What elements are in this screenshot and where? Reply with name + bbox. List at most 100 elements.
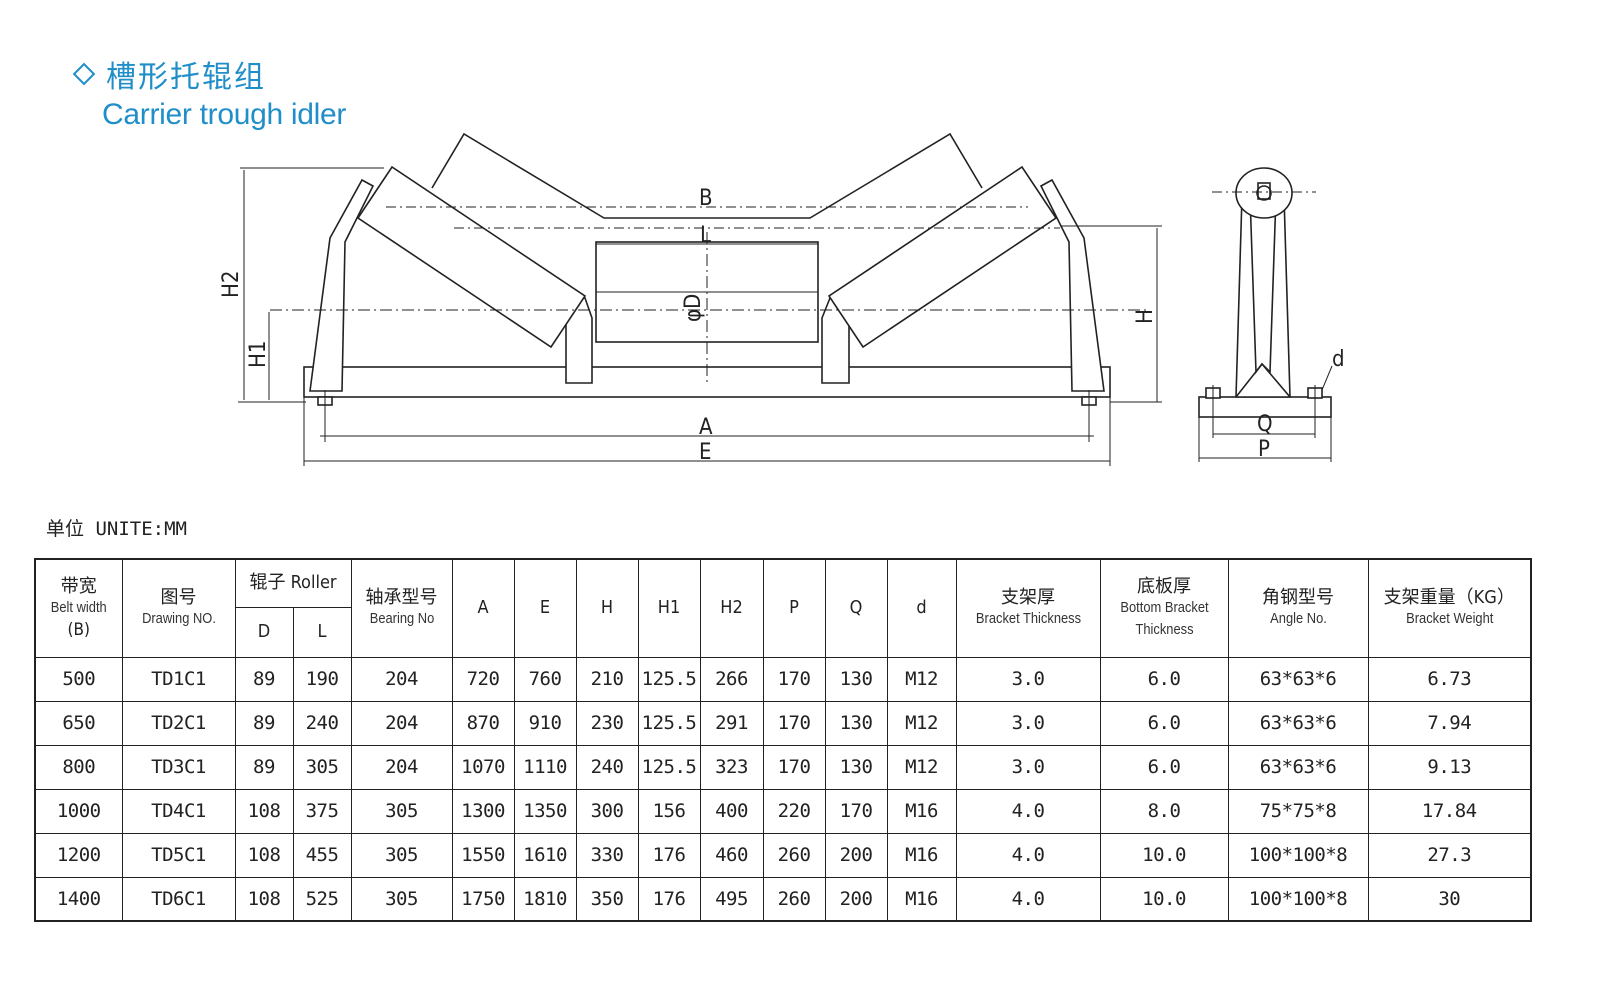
title-block: 槽形托辊组 Carrier trough idler (72, 52, 346, 132)
cell: M12 (886, 656, 957, 702)
cell: 1000 (34, 788, 123, 834)
cell: 375 (292, 788, 352, 834)
cell: 1400 (34, 876, 123, 922)
cell: 1300 (451, 788, 515, 834)
header-p: P (762, 558, 826, 658)
technical-drawing: B L φD H2 H1 H A E Q P d (219, 132, 1345, 466)
cell: 6.0 (1099, 744, 1229, 790)
cell: TD1C1 (121, 656, 236, 702)
cell: 210 (575, 656, 639, 702)
cell: 330 (575, 832, 639, 878)
header-h1: H1 (637, 558, 701, 658)
cell: 3.0 (955, 700, 1101, 746)
cell: M12 (886, 700, 957, 746)
header-bottom-bracket: 底板厚 Bottom Bracket Thickness (1099, 558, 1229, 658)
cell: 1200 (34, 832, 123, 878)
cell: 170 (762, 656, 826, 702)
cell: 125.5 (637, 656, 701, 702)
cell: 800 (34, 744, 123, 790)
cell: 156 (637, 788, 701, 834)
belt-outline (431, 132, 983, 219)
cell: 300 (575, 788, 639, 834)
cell: 63*63*6 (1227, 700, 1369, 746)
cell: 3.0 (955, 744, 1101, 790)
cell: TD4C1 (121, 788, 236, 834)
cell: 870 (451, 700, 515, 746)
cell: 170 (762, 744, 826, 790)
spec-table: 带宽 Belt width (B) 图号 Drawing NO. 辊子 Roll… (34, 558, 1533, 922)
cell: 125.5 (637, 700, 701, 746)
dim-label-b: B (699, 186, 713, 211)
header-e: E (513, 558, 577, 658)
cell: 108 (234, 832, 294, 878)
dim-label-h1: H1 (246, 341, 271, 368)
cell: 260 (762, 832, 826, 878)
header-angle-no: 角钢型号 Angle No. (1227, 558, 1369, 658)
cell: 176 (637, 832, 701, 878)
cell: 495 (699, 876, 764, 922)
cell: 10.0 (1099, 876, 1229, 922)
cell: 108 (234, 876, 294, 922)
cell: 291 (699, 700, 764, 746)
cell: 100*100*8 (1227, 832, 1369, 878)
header-belt-width: 带宽 Belt width (B) (34, 558, 123, 658)
header-bracket-thickness: 支架厚 Bracket Thickness (955, 558, 1101, 658)
cell: 89 (234, 656, 294, 702)
cell: 910 (513, 700, 577, 746)
cell: 4.0 (955, 876, 1101, 922)
cell: 350 (575, 876, 639, 922)
cell: 230 (575, 700, 639, 746)
cell: 130 (824, 700, 888, 746)
cell: 63*63*6 (1227, 656, 1369, 702)
title-english: Carrier trough idler (102, 98, 347, 131)
dim-label-q: Q (1257, 412, 1273, 437)
cell: 200 (824, 832, 888, 878)
dim-label-h: H (1133, 309, 1158, 324)
header-d: d (886, 558, 957, 658)
header-q: Q (824, 558, 888, 658)
cell: 4.0 (955, 788, 1101, 834)
cell: 240 (575, 744, 639, 790)
left-wing-roller (356, 165, 587, 349)
left-bracket (309, 178, 375, 392)
cell: 323 (699, 744, 764, 790)
dim-label-e: E (699, 440, 712, 465)
unit-label: 单位 UNITE:MM (46, 518, 187, 540)
cell: 204 (350, 744, 453, 790)
header-roller-d: D (234, 606, 294, 658)
cell: 305 (350, 832, 453, 878)
dim-label-h2: H2 (219, 271, 244, 298)
cell: 240 (292, 700, 352, 746)
dim-label-l: L (700, 223, 711, 248)
dim-label-d: φD (681, 294, 706, 322)
cell: 125.5 (637, 744, 701, 790)
cell: 460 (699, 832, 764, 878)
cell: 305 (350, 788, 453, 834)
cell: 170 (762, 700, 826, 746)
cell: 525 (292, 876, 352, 922)
side-bracket (1235, 195, 1291, 398)
cell: 190 (292, 656, 352, 702)
cell: 650 (34, 700, 123, 746)
cell: M16 (886, 832, 957, 878)
cell: TD5C1 (121, 832, 236, 878)
cell: TD2C1 (121, 700, 236, 746)
cell: 1550 (451, 832, 515, 878)
cell: 1750 (451, 876, 515, 922)
table-header-row-1: 带宽 Belt width (B) 图号 Drawing NO. 辊子 Roll… (34, 558, 1532, 658)
header-bracket-weight: 支架重量（KG） Bracket Weight (1367, 558, 1532, 658)
cell: 305 (350, 876, 453, 922)
cell: 1350 (513, 788, 577, 834)
cell: M16 (886, 788, 957, 834)
cell: 200 (824, 876, 888, 922)
header-drawing-no: 图号 Drawing NO. (121, 558, 236, 658)
cell: 305 (292, 744, 352, 790)
cell: 500 (34, 656, 123, 702)
cell: 176 (637, 876, 701, 922)
cell: 130 (824, 656, 888, 702)
